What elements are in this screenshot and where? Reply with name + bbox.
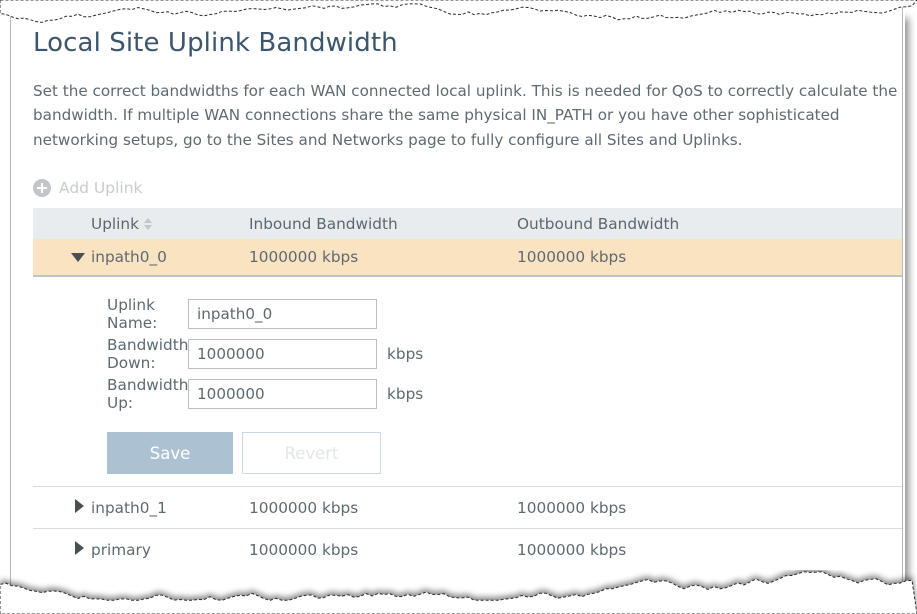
row-uplink-name: primary xyxy=(91,528,249,571)
save-button[interactable]: Save xyxy=(107,432,233,475)
uplink-name-input[interactable] xyxy=(188,299,377,330)
column-header-uplink-label: Uplink xyxy=(91,214,139,233)
bandwidth-down-label: Bandwidth Down: xyxy=(107,336,189,373)
form-spacer xyxy=(33,474,902,486)
column-header-inbound[interactable]: Inbound Bandwidth xyxy=(249,208,517,240)
table-body-collapsed: inpath0_1 1000000 kbps 1000000 kbps prim… xyxy=(33,486,902,571)
bandwidth-down-unit: kbps xyxy=(387,345,424,364)
row-inbound-bandwidth: 1000000 kbps xyxy=(249,528,517,571)
form-buttons: Save Revert xyxy=(107,432,902,475)
row-uplink-name: inpath0_1 xyxy=(91,486,249,529)
page-title: Local Site Uplink Bandwidth xyxy=(33,28,398,58)
table-row[interactable]: inpath0_1 1000000 kbps 1000000 kbps xyxy=(33,486,902,529)
form-row-bandwidth-down: Bandwidth Down: kbps xyxy=(33,334,902,374)
table-row[interactable]: primary 1000000 kbps 1000000 kbps xyxy=(33,528,902,571)
row-expand-toggle[interactable] xyxy=(33,239,91,277)
row-outbound-bandwidth: 1000000 kbps xyxy=(517,528,902,571)
row-outbound-bandwidth: 1000000 kbps xyxy=(517,486,902,529)
row-expand-toggle[interactable] xyxy=(33,528,91,571)
revert-button: Revert xyxy=(242,432,381,475)
row-uplink-name: inpath0_0 xyxy=(91,239,249,277)
bandwidth-up-unit: kbps xyxy=(387,385,424,404)
table-header-row: Uplink Inbound Bandwidth Outbound Bandwi… xyxy=(33,208,902,240)
settings-card: Local Site Uplink Bandwidth Set the corr… xyxy=(10,6,903,606)
row-inbound-bandwidth: 1000000 kbps xyxy=(249,486,517,529)
uplink-edit-form: Uplink Name: Bandwidth Down: kbps Bandwi… xyxy=(33,294,902,486)
table-header: Uplink Inbound Bandwidth Outbound Bandwi… xyxy=(33,208,902,240)
row-expand-toggle[interactable] xyxy=(33,486,91,529)
column-header-uplink[interactable]: Uplink xyxy=(91,208,249,240)
bandwidth-up-label: Bandwidth Up: xyxy=(107,376,189,413)
column-header-expand xyxy=(33,208,91,240)
row-outbound-bandwidth: 1000000 kbps xyxy=(517,239,902,277)
card-content: Local Site Uplink Bandwidth Set the corr… xyxy=(23,20,902,571)
add-uplink-label: Add Uplink xyxy=(59,179,143,198)
table-row[interactable]: inpath0_0 1000000 kbps 1000000 kbps xyxy=(33,239,902,277)
column-header-outbound[interactable]: Outbound Bandwidth xyxy=(517,208,902,240)
bandwidth-up-input[interactable] xyxy=(188,379,377,410)
form-row-bandwidth-up: Bandwidth Up: kbps xyxy=(33,374,902,414)
circle-plus-icon xyxy=(33,179,51,198)
table-body: inpath0_0 1000000 kbps 1000000 kbps xyxy=(33,239,902,277)
sort-indicator-icon[interactable] xyxy=(143,217,153,231)
add-uplink-button[interactable]: Add Uplink xyxy=(33,177,902,199)
page-description: Set the correct bandwidths for each WAN … xyxy=(33,82,898,149)
uplink-table: Uplink Inbound Bandwidth Outbound Bandwi… xyxy=(33,208,902,277)
bandwidth-down-input[interactable] xyxy=(188,339,377,370)
triangle-down-icon xyxy=(71,253,85,263)
row-inbound-bandwidth: 1000000 kbps xyxy=(249,239,517,277)
form-row-uplink-name: Uplink Name: xyxy=(33,294,902,334)
uplink-table-collapsed-rows: inpath0_1 1000000 kbps 1000000 kbps prim… xyxy=(33,486,902,571)
uplink-name-label: Uplink Name: xyxy=(107,296,158,333)
triangle-right-icon xyxy=(75,540,84,555)
triangle-right-icon xyxy=(75,498,84,513)
